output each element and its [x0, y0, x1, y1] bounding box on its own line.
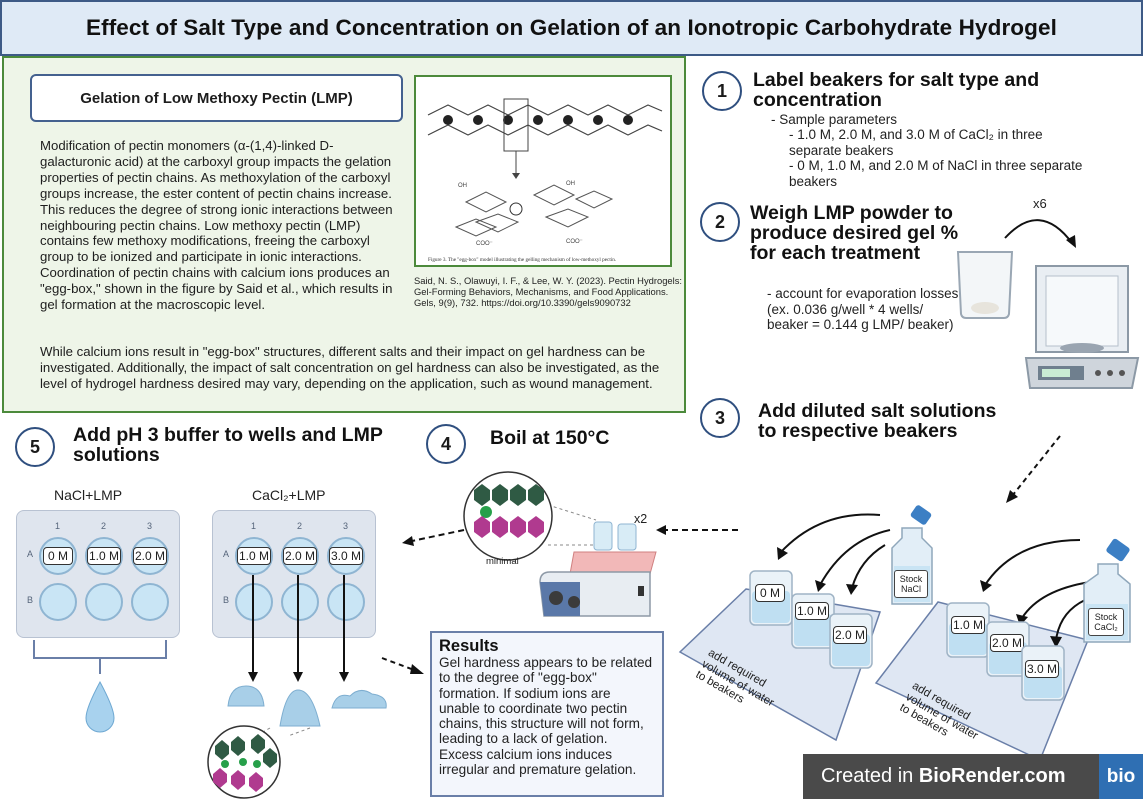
- nacl-well-b3: [131, 583, 169, 621]
- biorender-watermark[interactable]: Created in BioRender.com bio: [803, 754, 1143, 799]
- figure-caption: Figure 3. The "egg-box" model illustrati…: [428, 256, 616, 263]
- nacl-well-label-3: 2.0 M: [133, 547, 167, 565]
- svg-text:OH: OH: [458, 183, 467, 189]
- results-box: Results Gel hardness appears to be relat…: [430, 631, 664, 797]
- cacl-bottle-label: Stock CaCl₂: [1088, 608, 1124, 636]
- nacl-well-b1: [39, 583, 77, 621]
- biorender-prefix: Created in: [821, 765, 919, 787]
- nacl-well-label-1: 0 M: [43, 547, 73, 565]
- cacl-row-a: A: [223, 549, 230, 559]
- citation: Said, N. S., Olawuyi, I. F., & Lee, W. Y…: [414, 275, 682, 308]
- intro-paragraph-2: While calcium ions result in "egg-box" s…: [40, 344, 660, 391]
- step-2-number: 2: [700, 202, 740, 242]
- nacl-bottle-label: Stock NaCl: [894, 570, 928, 598]
- nacl-beaker-label-1: 1.0 M: [795, 602, 829, 620]
- step-5-number: 5: [15, 427, 55, 467]
- cacl-well-label-3: 3.0 M: [329, 547, 363, 565]
- nacl-well-label-2: 1.0 M: [87, 547, 121, 565]
- excess-calcium-magnifier: [207, 725, 281, 799]
- biorender-brand: BioRender.com: [918, 765, 1066, 787]
- results-body: Gel hardness appears to be related to th…: [439, 655, 653, 778]
- cacl-col-2: 2: [297, 521, 303, 531]
- cacl-well-label-1: 1.0 M: [237, 547, 271, 565]
- nacl-col-1: 1: [55, 521, 61, 531]
- results-heading: Results: [439, 637, 499, 655]
- step-1-line-1: - Sample parameters: [771, 112, 898, 127]
- egg-box-figure: OH OH COO⁻ COO⁻ Figure 3. The "egg-box" …: [414, 75, 672, 267]
- nacl-well-b2: [85, 583, 123, 621]
- cacl-plate-label: CaCl₂+LMP: [252, 487, 326, 503]
- cacl-well-label-2: 2.0 M: [283, 547, 317, 565]
- step-3-title: Add diluted salt solutions to respective…: [758, 400, 997, 442]
- cacl-beaker-label-2: 3.0 M: [1025, 660, 1059, 678]
- nacl-col-3: 3: [147, 521, 153, 531]
- cacl-beaker-label-0: 1.0 M: [951, 616, 985, 634]
- step-1-number: 1: [702, 71, 742, 111]
- intro-panel: Gelation of Low Methoxy Pectin (LMP) Mod…: [2, 56, 686, 413]
- step-3-number: 3: [700, 398, 740, 438]
- analytical-balance-icon: [1024, 265, 1140, 389]
- cacl-beaker-label-1: 2.0 M: [990, 634, 1024, 652]
- step-2-title: Weigh LMP powder to produce desired gel …: [750, 202, 959, 264]
- step-5-title: Add pH 3 buffer to wells and LMP solutio…: [73, 424, 383, 466]
- nacl-col-2: 2: [101, 521, 107, 531]
- svg-text:COO⁻: COO⁻: [476, 241, 493, 247]
- hot-plate-icon: [539, 521, 657, 617]
- step-2-note: - account for evaporation losses (ex. 0.…: [767, 286, 959, 332]
- egg-box-diagram: OH OH COO⁻ COO⁻ Figure 3. The "egg-box" …: [427, 98, 663, 263]
- cacl-well-b3: [327, 583, 365, 621]
- cacl-well-b2: [281, 583, 319, 621]
- cacl-col-3: 3: [343, 521, 349, 531]
- minimal-eggbox-magnifier: [463, 471, 553, 561]
- nacl-well-plate: 1 2 3 A B 0 M 1.0 M 2.0 M: [16, 510, 180, 638]
- step-1-line-3: - 0 M, 1.0 M, and 2.0 M of NaCl in three…: [789, 158, 1083, 189]
- cacl-col-1: 1: [251, 521, 257, 531]
- step-1-title: Label beakers for salt type and concentr…: [753, 69, 1040, 111]
- intro-heading: Gelation of Low Methoxy Pectin (LMP): [30, 74, 403, 122]
- nacl-beaker-label-0: 0 M: [755, 584, 785, 602]
- step-4-number: 4: [426, 424, 466, 464]
- step-4-title: Boil at 150°C: [490, 427, 610, 449]
- nacl-beaker-label-2: 2.0 M: [833, 626, 867, 644]
- step-1-line-2: - 1.0 M, 2.0 M, and 3.0 M of CaCl₂ in th…: [789, 127, 1043, 158]
- title-bar: Effect of Salt Type and Concentration on…: [0, 0, 1143, 56]
- powder-beaker-icon: [956, 251, 1014, 319]
- cacl-row-b: B: [223, 595, 230, 605]
- nacl-plate-label: NaCl+LMP: [54, 487, 123, 503]
- biorender-text: Created in BioRender.com: [821, 765, 1066, 788]
- svg-text:OH: OH: [566, 181, 575, 187]
- step-4-multiplier: x2: [634, 512, 648, 526]
- page-title: Effect of Salt Type and Concentration on…: [86, 15, 1057, 40]
- minimal-label: minimal: [486, 556, 519, 567]
- nacl-row-b: B: [27, 595, 34, 605]
- step-2-multiplier: x6: [1033, 196, 1047, 211]
- nacl-row-a: A: [27, 549, 34, 559]
- cacl-well-plate: 1 2 3 A B 1.0 M 2.0 M 3.0 M: [212, 510, 376, 638]
- svg-text:COO⁻: COO⁻: [566, 239, 583, 245]
- intro-paragraph-1: Modification of pectin monomers (α-(1,4)…: [40, 138, 393, 313]
- biorender-logo-icon: bio: [1099, 754, 1143, 799]
